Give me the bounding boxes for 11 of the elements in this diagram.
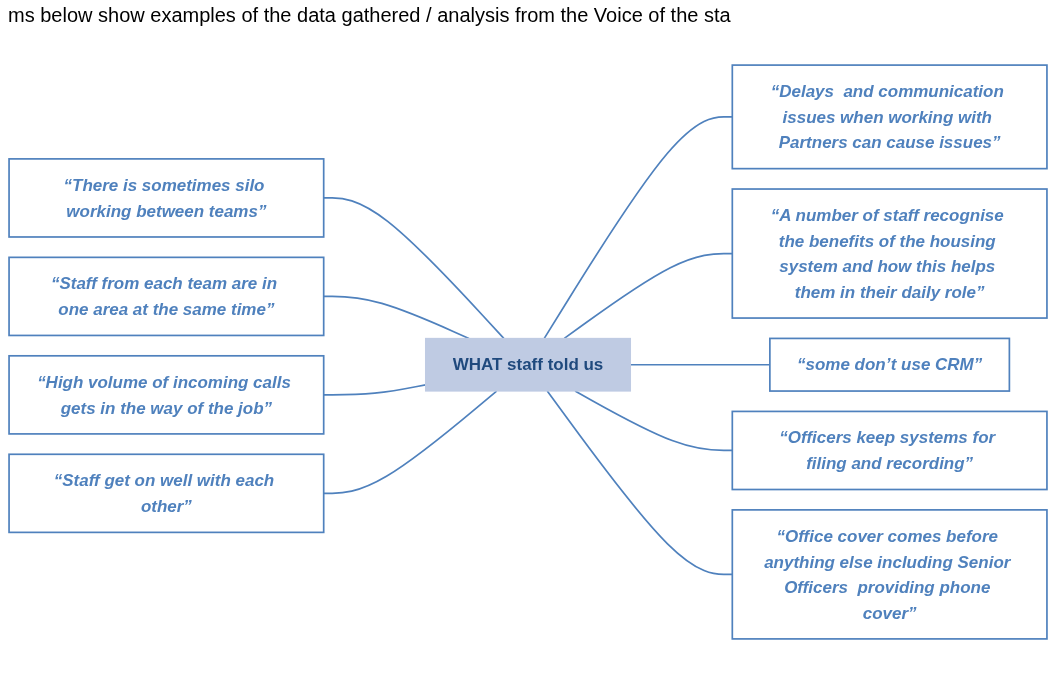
- node-box: WHAT staff told us: [425, 337, 631, 392]
- node-box: “Staff get on well with each other”: [8, 453, 325, 534]
- node-box: “There is sometimes silo working between teams”: [8, 158, 325, 238]
- node-box: “some don’t use CRM”: [769, 337, 1011, 392]
- node-box: “Officers keep systems for filing and recording”: [731, 410, 1048, 491]
- node-box: “Office cover comes before anything else including Senior Officers providing phone cover”: [731, 509, 1048, 640]
- node-box: “Delays and communication issues when working with Partners can cause issues”: [731, 64, 1048, 170]
- node-box: “High volume of incoming calls gets in the way of the job”: [8, 354, 325, 435]
- node-box: “Staff from each team are in one area at the same time”: [8, 256, 325, 337]
- node-box: “A number of staff recognise the benefits of the housing system and how this helps them in their daily role”: [731, 188, 1048, 319]
- heading-text: ms below show examples of the data gathered / analysis from the Voice of the sta: [7, 3, 732, 28]
